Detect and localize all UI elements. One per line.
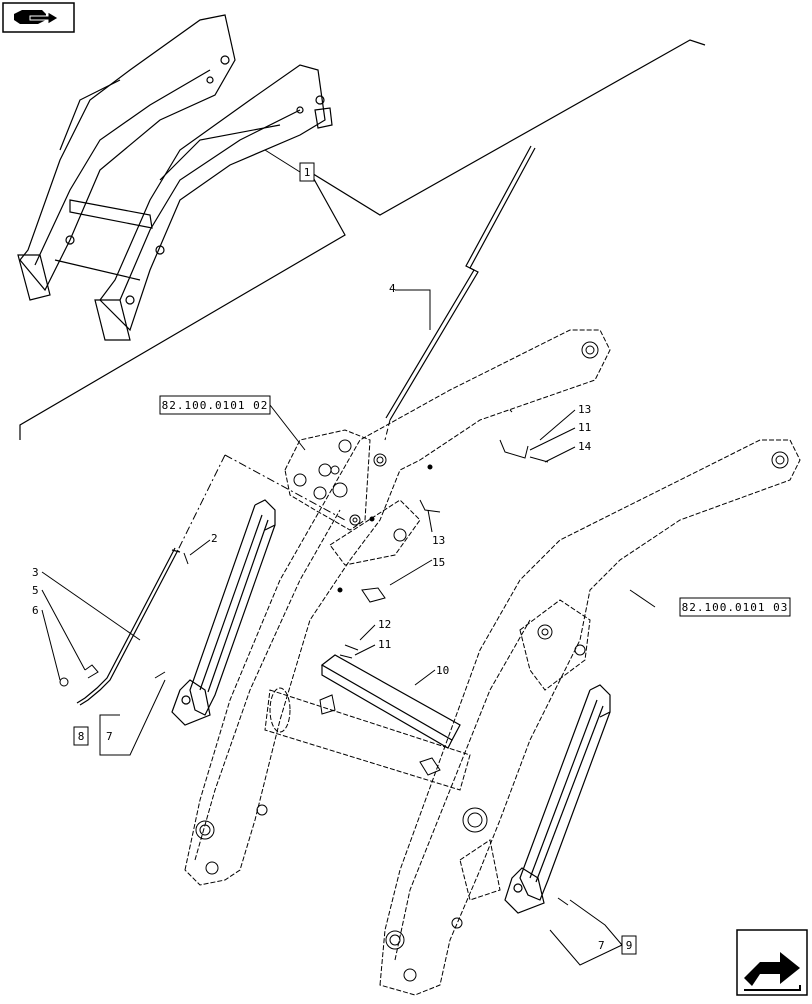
folder-back-arrow-icon[interactable]: [2, 2, 75, 33]
callout-5[interactable]: 5: [32, 584, 39, 597]
callout-6[interactable]: 6: [32, 604, 39, 617]
part-4-rod: [385, 145, 536, 421]
rod-alignment-line: [384, 419, 391, 441]
callout-7-left[interactable]: 7: [106, 730, 113, 743]
callout-15[interactable]: 15: [432, 556, 445, 569]
callout-13-upper[interactable]: 13: [578, 403, 591, 416]
loader-frame-main: [184, 329, 801, 996]
callout-box-9[interactable]: [621, 935, 637, 955]
part-3-rod: [76, 547, 181, 706]
callout-box-1[interactable]: [299, 162, 315, 182]
pin-alignment-line: [224, 454, 346, 521]
callout-9[interactable]: 9: [626, 939, 633, 952]
ref-box-03[interactable]: [679, 597, 791, 617]
callout-box-8[interactable]: [73, 726, 89, 746]
small-parts: [59, 409, 569, 906]
callout-10[interactable]: 10: [436, 664, 449, 677]
callout-3[interactable]: 3: [32, 566, 39, 579]
callout-11-upper[interactable]: 11: [578, 421, 591, 434]
ref-link-82-100-0101-03[interactable]: 82.100.0101 03: [682, 601, 789, 614]
part-7-strut-left: [171, 499, 276, 726]
leader-lines: [41, 149, 656, 966]
callout-2[interactable]: 2: [211, 532, 218, 545]
pin-alignment-line-2: [177, 454, 226, 551]
callout-8[interactable]: 8: [78, 730, 85, 743]
callout-7-right[interactable]: 7: [598, 939, 605, 952]
overview-loader-thumbnail: [17, 14, 333, 341]
next-page-arrow-icon[interactable]: [736, 929, 808, 996]
part-7-strut-right: [504, 684, 611, 914]
overview-boundary-line: [19, 39, 706, 440]
callout-11-lower[interactable]: 11: [378, 638, 391, 651]
callout-13-lower[interactable]: 13: [432, 534, 445, 547]
part-10-plate: [320, 654, 461, 749]
frame-pin-holes: [195, 341, 789, 982]
callout-1[interactable]: 1: [304, 166, 311, 179]
callout-12[interactable]: 12: [378, 618, 391, 631]
ref-box-02[interactable]: [159, 395, 271, 415]
callout-4[interactable]: 4: [389, 282, 396, 295]
ref-link-82-100-0101-02[interactable]: 82.100.0101 02: [162, 399, 269, 412]
callout-14[interactable]: 14: [578, 440, 592, 453]
